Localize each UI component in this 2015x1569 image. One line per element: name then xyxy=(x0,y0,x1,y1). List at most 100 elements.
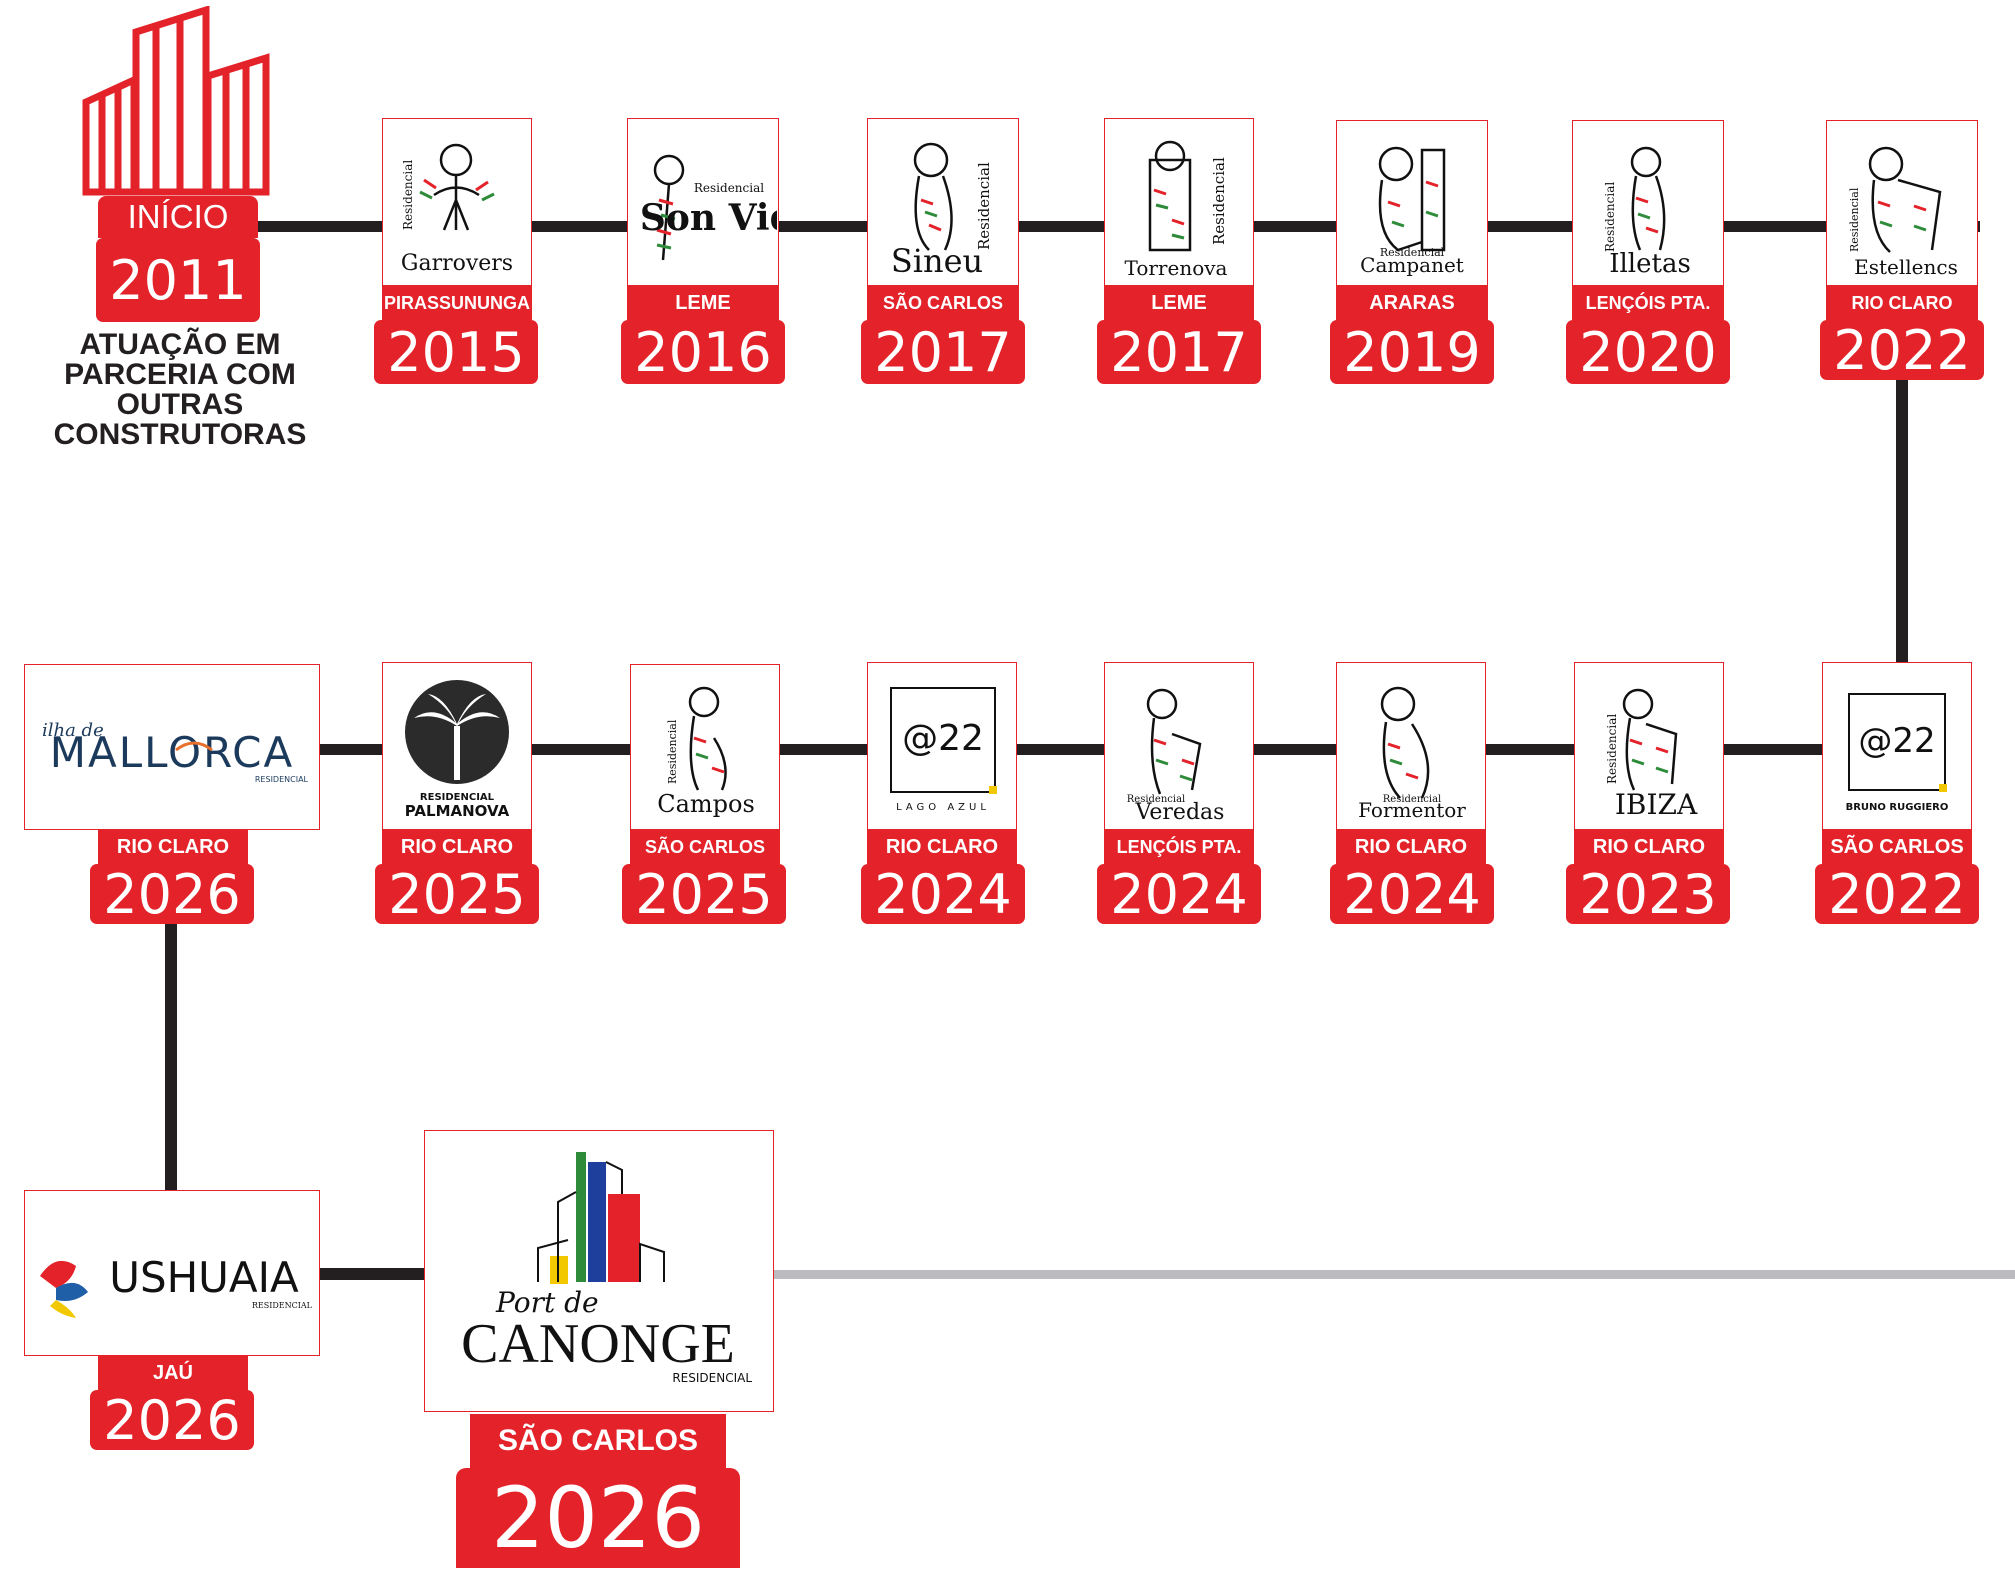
project-city: RIO CLARO xyxy=(1336,830,1486,864)
project-logo-sub: Residencial xyxy=(666,719,679,784)
project-card-ushuaia[interactable]: USHUAIA RESIDENCIAL xyxy=(24,1190,320,1356)
project-year: 2026 xyxy=(90,863,254,926)
project-city: LENÇÓIS PTA. xyxy=(1104,830,1254,864)
project-logo-text: Son Vida xyxy=(640,197,777,239)
project-city: RIO CLARO xyxy=(1574,830,1724,864)
project-city: LEME xyxy=(627,286,779,320)
project-logo-sub: BRUNO RUGGIERO xyxy=(1846,802,1949,813)
project-card-campanet[interactable]: Campanet Residencial xyxy=(1336,120,1488,286)
start-note-line: PARCERIA COM xyxy=(64,358,296,391)
project-logo-text: Torrenova xyxy=(1125,256,1228,280)
project-card-campos[interactable]: Campos Residencial xyxy=(630,664,780,830)
project-year: 2025 xyxy=(375,863,539,926)
project-card-son-vida[interactable]: Son Vida Residencial xyxy=(627,118,779,286)
project-city: RIO CLARO xyxy=(1826,286,1978,320)
start-note-line: ATUAÇÃO EM xyxy=(79,328,281,361)
project-logo-text: PALMANOVA xyxy=(405,802,510,820)
project-city: LEME xyxy=(1104,286,1254,320)
project-logo-text: Campanet xyxy=(1360,253,1464,277)
project-year: 2017 xyxy=(861,320,1025,384)
project-logo-text: Campos xyxy=(657,790,755,818)
project-city: RIO CLARO xyxy=(382,830,532,864)
timeline-vertical-line-left xyxy=(165,920,177,1200)
project-logo-sub: Residencial xyxy=(1605,714,1619,784)
timeline-vertical-line-right xyxy=(1896,380,1908,680)
project-logo-sub: Residencial xyxy=(1380,246,1445,259)
project-year: 2015 xyxy=(374,320,538,384)
project-card-sineu[interactable]: Sineu Residencial xyxy=(867,118,1019,286)
project-year: 2025 xyxy=(622,863,786,926)
project-logo-text: Illetas xyxy=(1609,249,1691,279)
project-city: SÃO CARLOS xyxy=(470,1414,726,1468)
project-logo-text: CANONGE xyxy=(461,1313,735,1375)
project-year: 2016 xyxy=(621,320,785,384)
project-logo-sub: RESIDENCIAL xyxy=(255,775,309,784)
start-note-line: CONSTRUTORAS xyxy=(53,418,307,451)
project-city: PIRASSUNUNGA xyxy=(382,286,532,320)
project-year: 2020 xyxy=(1566,320,1730,384)
project-logo-text: Estellencs xyxy=(1854,255,1958,279)
project-card-22-lago-azul[interactable]: @22 LAGO AZUL xyxy=(867,662,1017,830)
project-logo-sub: Residencial xyxy=(401,160,415,230)
project-logo-sub: Residencial xyxy=(1848,187,1861,252)
project-card-mallorca[interactable]: ilha de MALLORCA RESIDENCIAL xyxy=(24,664,320,830)
project-year: 2022 xyxy=(1820,319,1984,382)
project-city: SÃO CARLOS xyxy=(1822,830,1972,864)
project-city: RIO CLARO xyxy=(98,830,248,864)
project-city: JAÚ xyxy=(98,1356,248,1390)
timeline-row1-line xyxy=(220,221,1980,232)
project-logo-sub: Residencial xyxy=(1383,794,1442,805)
project-year: 2023 xyxy=(1566,863,1730,926)
start-note: ATUAÇÃO EM PARCERIA COM OUTRAS CONSTRUTO… xyxy=(40,330,320,450)
project-logo-text: Formentor xyxy=(1358,798,1466,822)
project-logo-text: Sineu xyxy=(891,242,983,280)
project-city: SÃO CARLOS xyxy=(867,286,1019,320)
project-logo-sub: Residencial xyxy=(975,162,993,250)
project-year: 2019 xyxy=(1330,320,1494,384)
timeline-row3-line xyxy=(310,1268,440,1280)
start-year: 2011 xyxy=(96,238,260,322)
project-logo-sub: LAGO AZUL xyxy=(896,802,990,813)
project-card-ibiza[interactable]: IBIZA Residencial xyxy=(1574,662,1724,830)
project-logo-sub: Residencial xyxy=(1603,182,1617,252)
project-year: 2017 xyxy=(1097,320,1261,384)
project-card-torrenova[interactable]: Torrenova Residencial xyxy=(1104,118,1254,286)
project-logo-pre: Port de xyxy=(495,1286,599,1319)
project-year: 2024 xyxy=(1097,863,1261,926)
project-year: 2024 xyxy=(1330,863,1494,926)
timeline-row2-line xyxy=(170,744,1910,755)
start-label: INÍCIO xyxy=(98,196,258,238)
project-city: LENÇÓIS PTA. xyxy=(1572,286,1724,320)
project-city: RIO CLARO xyxy=(867,830,1017,864)
project-logo-sub: Residencial xyxy=(1127,794,1186,805)
start-note-line: OUTRAS xyxy=(116,388,244,421)
project-logo-text: @22 xyxy=(902,718,984,759)
project-logo-sub: Residencial xyxy=(694,181,764,195)
project-card-canonge[interactable]: Port de CANONGE RESIDENCIAL xyxy=(424,1130,774,1412)
project-logo-text: IBIZA xyxy=(1615,788,1698,821)
project-card-illetas[interactable]: Illetas Residencial xyxy=(1572,120,1724,286)
project-logo-text: @22 xyxy=(1858,721,1935,761)
project-logo-sub: Residencial xyxy=(1210,157,1228,245)
project-card-formentor[interactable]: Formentor Residencial xyxy=(1336,662,1486,830)
project-logo-text: Garrovers xyxy=(401,251,513,276)
project-card-veredas[interactable]: Veredas Residencial xyxy=(1104,662,1254,830)
project-logo-text: USHUAIA xyxy=(109,1253,299,1302)
project-logo-pre: ilha de xyxy=(42,720,104,741)
timeline-future-line xyxy=(770,1270,2015,1279)
project-city: SÃO CARLOS xyxy=(630,830,780,864)
project-logo-sub: RESIDENCIAL xyxy=(252,1301,313,1310)
project-card-22-bruno-ruggiero[interactable]: @22 BRUNO RUGGIERO xyxy=(1822,662,1972,830)
project-year: 2026 xyxy=(456,1468,740,1568)
project-city: ARARAS xyxy=(1336,286,1488,320)
project-logo-text: MALLORCA xyxy=(50,728,294,777)
project-logo-sub: RESIDENCIAL xyxy=(672,1371,752,1385)
start-building-icon xyxy=(80,5,275,196)
project-card-garrovers[interactable]: Garrovers Residencial xyxy=(382,118,532,286)
project-logo-text: Veredas xyxy=(1135,800,1225,825)
project-year: 2022 xyxy=(1815,863,1979,926)
project-card-estellencs[interactable]: Estellencs Residencial xyxy=(1826,120,1978,286)
project-logo-sub: RESIDENCIAL xyxy=(420,792,495,803)
project-card-palmanova[interactable]: RESIDENCIAL PALMANOVA xyxy=(382,662,532,830)
project-year: 2026 xyxy=(90,1389,254,1452)
